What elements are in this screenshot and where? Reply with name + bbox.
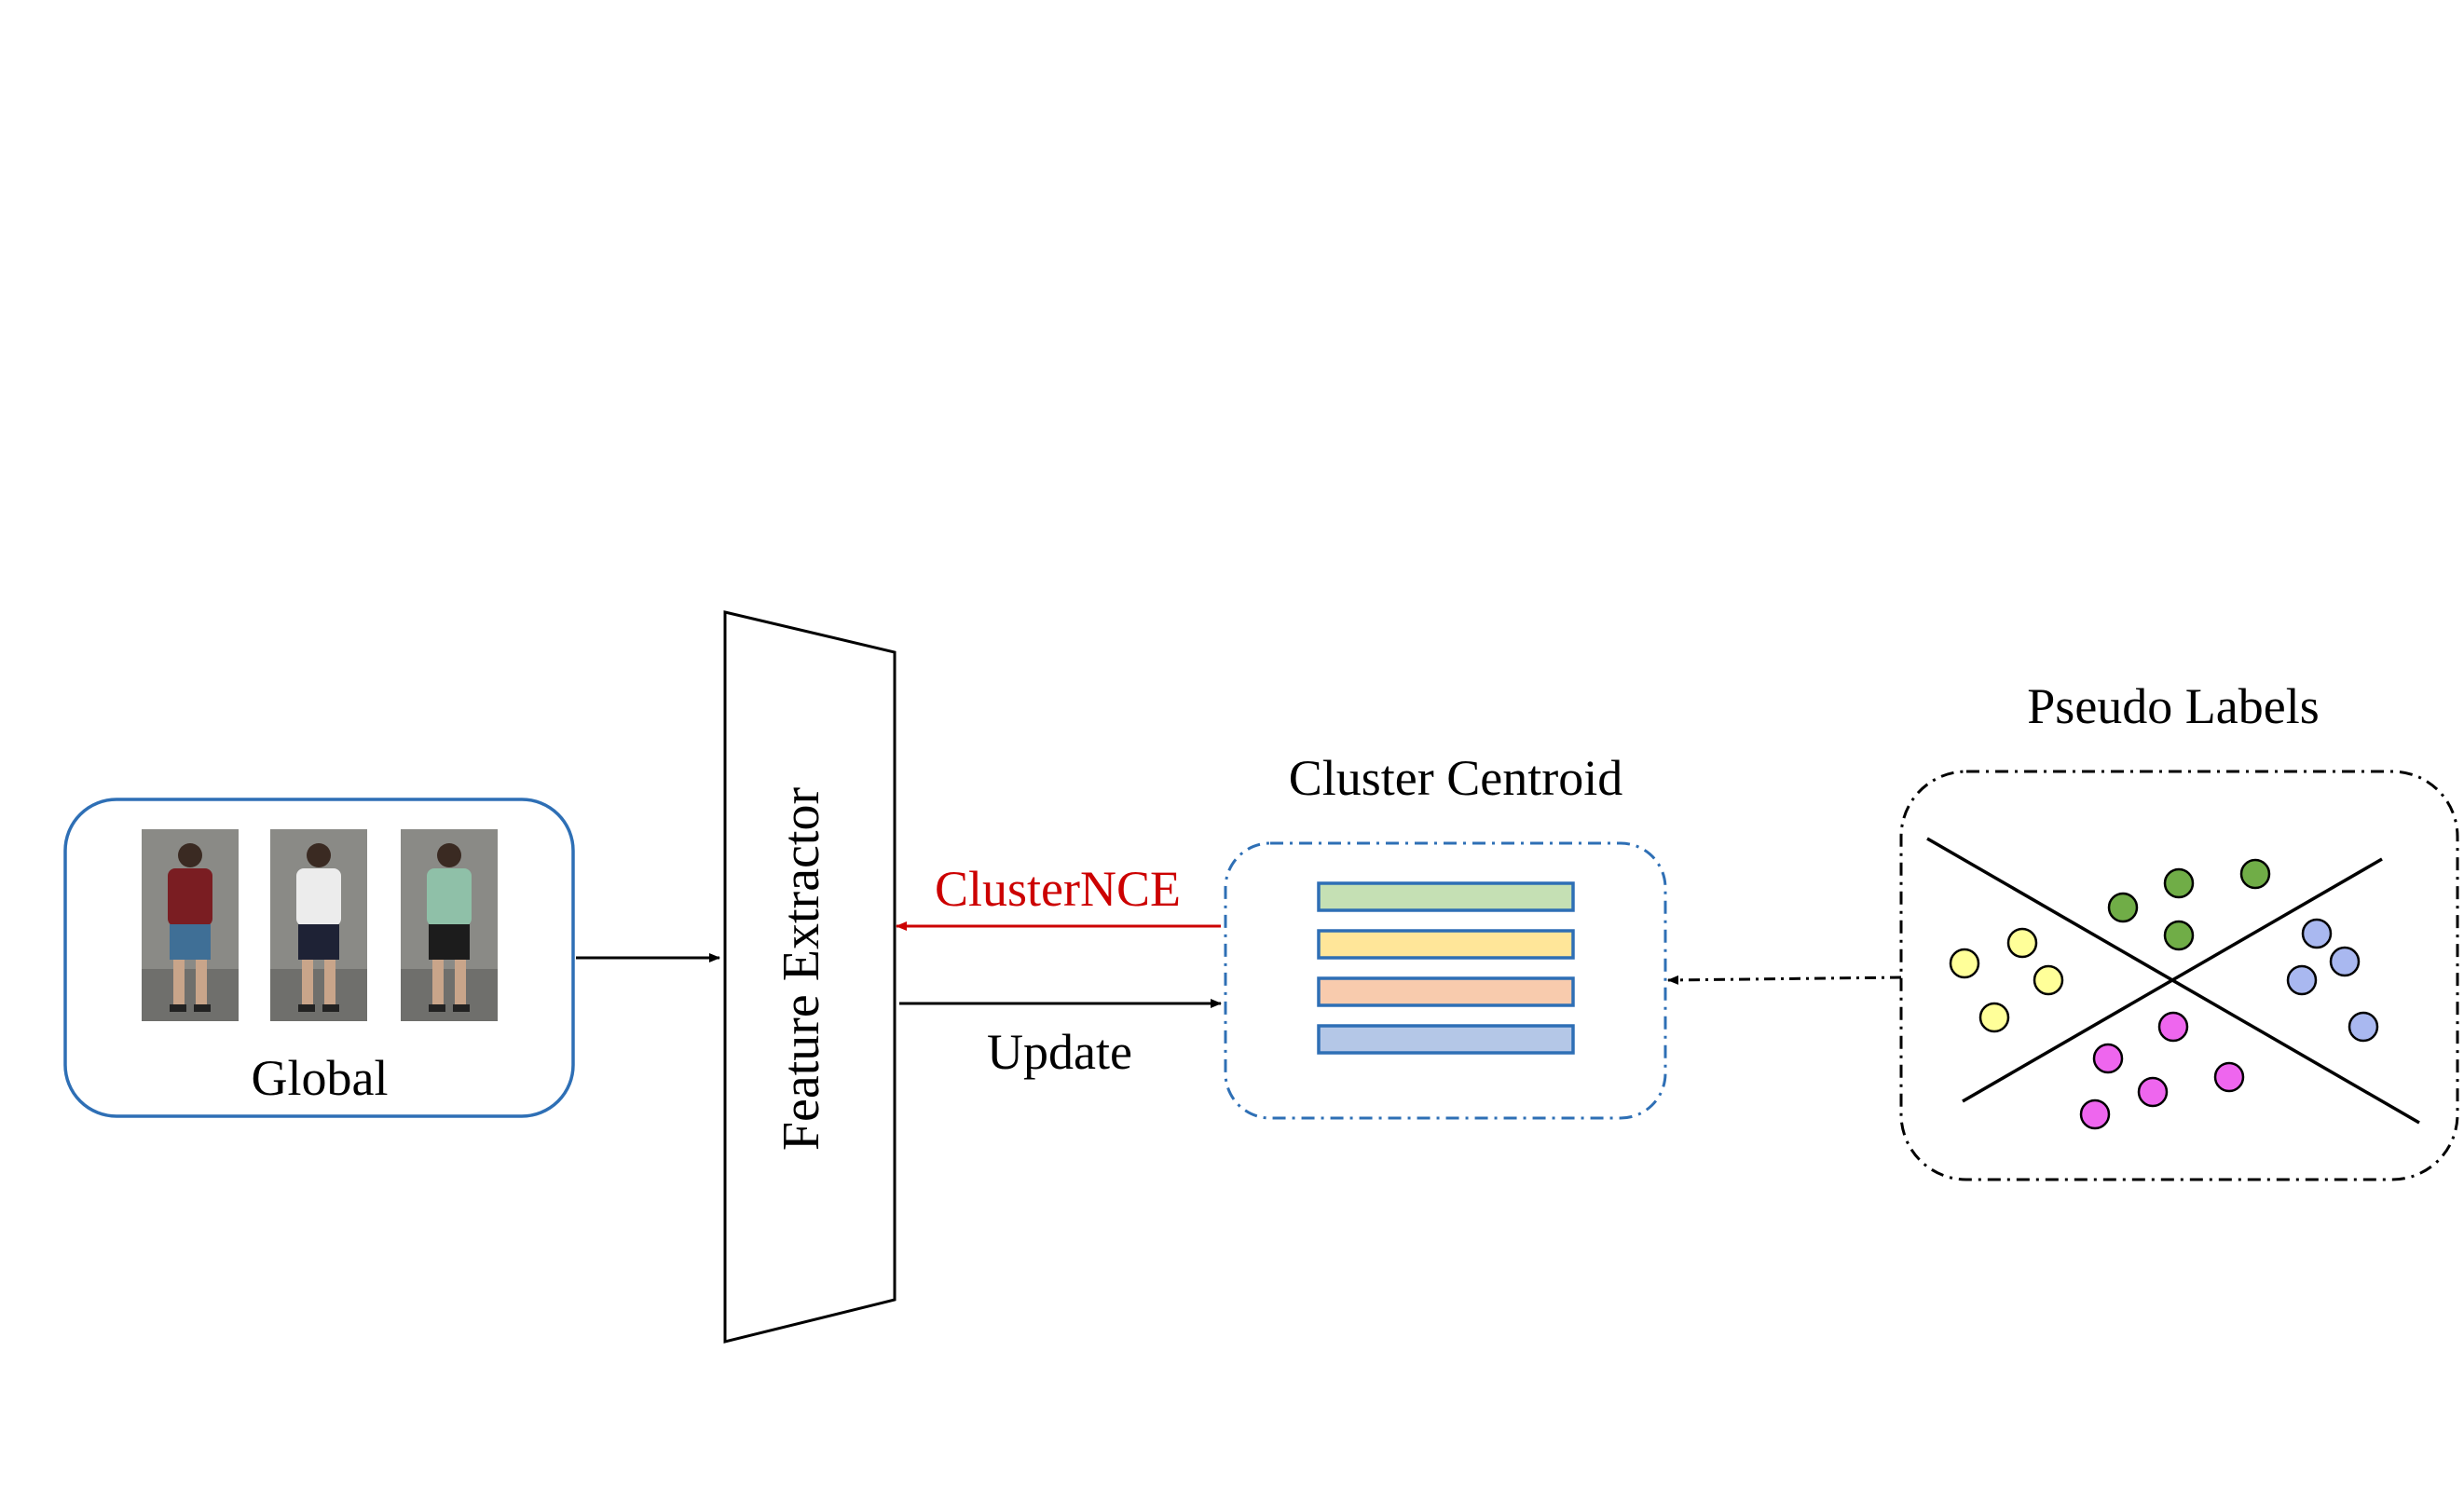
centroid-bar-green — [1317, 881, 1575, 912]
pseudo-dot-green-2 — [2163, 867, 2195, 899]
feature-extractor-label: Feature Extractor — [773, 787, 830, 1152]
cluster-centroid-label: Cluster Centroid — [1289, 750, 1622, 806]
pseudo-dot-yellow-2 — [2006, 927, 2038, 959]
pseudo-dot-blue-3 — [2286, 964, 2318, 996]
pseudo-dot-magenta-1 — [2157, 1011, 2189, 1043]
centroid-bar-yellow — [1317, 929, 1575, 960]
feature-extractor: Feature Extractor — [723, 610, 897, 1344]
pseudo-labels-label: Pseudo Labels — [2027, 678, 2319, 734]
separator-line-2 — [1962, 857, 2383, 1103]
pseudo-dot-green-3 — [2239, 858, 2271, 890]
feature-extractor-shape — [723, 610, 897, 1344]
pseudo-dot-yellow-4 — [1978, 1002, 2010, 1033]
pseudo-dot-green-1 — [2107, 892, 2139, 923]
pseudo-dot-magenta-2 — [2092, 1043, 2124, 1074]
global-input-box: Global — [63, 798, 575, 1118]
pseudo-dot-magenta-5 — [2079, 1098, 2111, 1130]
pseudo-dot-green-4 — [2163, 920, 2195, 951]
person-image-2 — [270, 829, 367, 1021]
pseudo-labels-box — [1899, 770, 2459, 1181]
pseudo-dot-blue-4 — [2348, 1011, 2379, 1043]
pseudo-dot-yellow-3 — [2033, 964, 2064, 996]
centroid-bars — [1317, 881, 1575, 1055]
person-images — [142, 829, 498, 1021]
cluster-centroid-box — [1224, 841, 1667, 1120]
global-box-border — [63, 798, 575, 1118]
update-label: Update — [987, 1024, 1132, 1080]
pseudo-dots — [1949, 858, 2379, 1130]
pseudo-to-centroid-arrow — [1667, 975, 1902, 985]
pseudo-dot-magenta-3 — [2137, 1076, 2169, 1108]
global-label: Global — [252, 1050, 389, 1106]
cluster-centroid: Cluster Centroid — [1224, 750, 1667, 1120]
person-image-1 — [142, 829, 239, 1021]
centroid-bar-orange — [1317, 976, 1575, 1007]
pseudo-dot-blue-1 — [2301, 918, 2333, 949]
cluster-nce-label: ClusterNCE — [935, 861, 1181, 917]
pseudo-dot-yellow-1 — [1949, 948, 1980, 979]
pseudo-dot-blue-2 — [2329, 946, 2361, 977]
centroid-bar-blue — [1317, 1024, 1575, 1055]
pseudo-dot-magenta-4 — [2213, 1061, 2245, 1093]
pseudo-labels: Pseudo Labels — [1899, 678, 2459, 1181]
person-image-3 — [401, 829, 498, 1021]
